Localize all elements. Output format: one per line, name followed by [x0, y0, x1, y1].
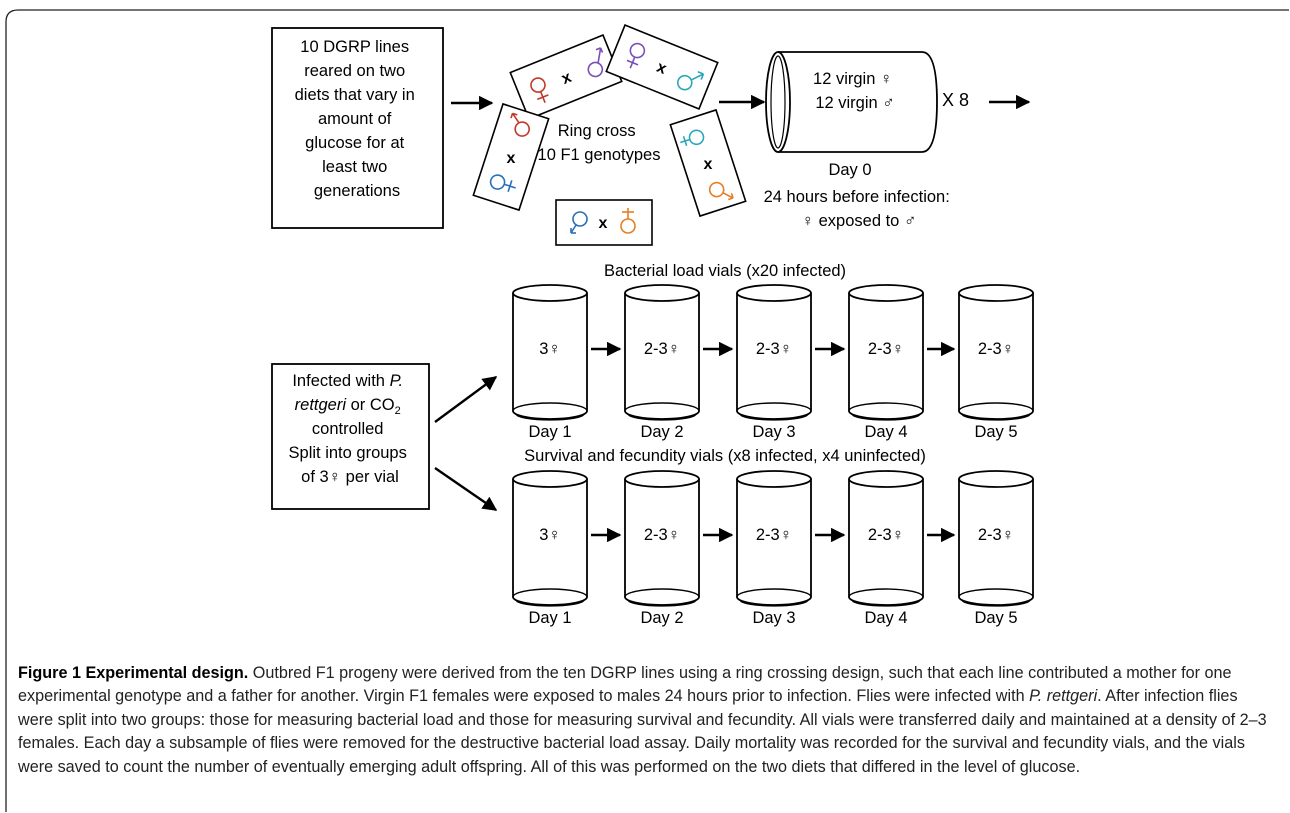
cross-box-2: x [605, 24, 719, 110]
caption-title: Figure 1 Experimental design. [18, 664, 249, 682]
day0-label: Day 0 [828, 161, 871, 179]
survival-vial-day-5: 2-3♀ Day 5 [958, 470, 1034, 627]
survival-vial-count-1: 3♀ [539, 526, 561, 544]
bacterial-day-label-1: Day 1 [528, 423, 571, 441]
day0-vial [765, 51, 938, 153]
cross-box-4: x [669, 108, 747, 218]
bacterial-day-label-2: Day 2 [640, 423, 683, 441]
arrow-to-bacterial-row [434, 376, 498, 423]
caption-text-a: Outbred F1 progeny were derived from the… [18, 664, 1232, 706]
survival-vial-count-3: 2-3♀ [756, 526, 792, 544]
bacterial-vial-count-4: 2-3♀ [868, 340, 904, 358]
bacterial-day-label-3: Day 3 [752, 423, 795, 441]
survival-day-label-4: Day 4 [864, 609, 907, 627]
cross-symbol-4: x [704, 156, 713, 173]
survival-day-label-5: Day 5 [974, 609, 1017, 627]
ring-cross-label: Ring cross 10 F1 genotypes [538, 122, 661, 164]
bacterial-vial-count-1: 3♀ [539, 340, 561, 358]
cross-box-5: x [555, 199, 653, 246]
bacterial-vial-count-2: 2-3♀ [644, 340, 680, 358]
dgrp-lines-text: 10 DGRP lines reared on two diets that v… [295, 38, 420, 200]
survival-fecundity-title: Survival and fecundity vials (x8 infecte… [524, 447, 926, 465]
survival-vial-count-4: 2-3♀ [868, 526, 904, 544]
infected-box-text: Infected with P. rettgeri or CO2 control… [289, 372, 412, 486]
dgrp-lines-box: 10 DGRP lines reared on two diets that v… [271, 27, 444, 229]
survival-vial-count-2: 2-3♀ [644, 526, 680, 544]
day0-vial-contents: 12 virgin ♀ 12 virgin ♂ [813, 70, 897, 112]
caption-species: P. rettgeri [1029, 687, 1098, 706]
infected-box: Infected with P. rettgeri or CO2 control… [271, 363, 430, 510]
arrow-to-survival-row [434, 467, 498, 511]
bacterial-vial-day-4: 2-3♀ Day 4 [848, 284, 924, 441]
experimental-design-diagram: 10 DGRP lines reared on two diets that v… [271, 24, 1034, 627]
bacterial-day-label-5: Day 5 [974, 423, 1017, 441]
exposure-note: 24 hours before infection: ♀ exposed to … [764, 188, 955, 230]
survival-vial-count-5: 2-3♀ [978, 526, 1014, 544]
survival-vial-day-4: 2-3♀ Day 4 [848, 470, 924, 627]
bacterial-vial-day-2: 2-3♀ Day 2 [624, 284, 700, 441]
bacterial-day-label-4: Day 4 [864, 423, 907, 441]
cross-symbol-3: x [507, 150, 516, 167]
survival-vial-day-2: 2-3♀ Day 2 [624, 470, 700, 627]
survival-vial-day-1: 3♀ Day 1 [512, 470, 588, 627]
caption-text-b: . After infection flies were split into … [18, 687, 1267, 776]
bacterial-vial-count-3: 2-3♀ [756, 340, 792, 358]
survival-day-label-3: Day 3 [752, 609, 795, 627]
cross-box-1: x [509, 34, 623, 120]
vial-rows: 3♀ Day 1 2-3♀ Day 2 2-3♀ Day 3 2-3♀ Day 4 2-3♀ Da… [512, 284, 1034, 627]
survival-day-label-1: Day 1 [528, 609, 571, 627]
bacterial-vial-day-3: 2-3♀ Day 3 [736, 284, 812, 441]
survival-vial-day-3: 2-3♀ Day 3 [736, 470, 812, 627]
survival-day-label-2: Day 2 [640, 609, 683, 627]
vial-multiplier: X 8 [942, 90, 969, 110]
bacterial-vial-count-5: 2-3♀ [978, 340, 1014, 358]
cross-symbol-5: x [599, 215, 608, 232]
bacterial-load-title: Bacterial load vials (x20 infected) [604, 262, 846, 280]
figure-caption: Figure 1 Experimental design. Outbred F1… [18, 662, 1276, 779]
bacterial-vial-day-5: 2-3♀ Day 5 [958, 284, 1034, 441]
bacterial-vial-day-1: 3♀ Day 1 [512, 284, 588, 441]
cross-box-3: x [472, 102, 550, 212]
